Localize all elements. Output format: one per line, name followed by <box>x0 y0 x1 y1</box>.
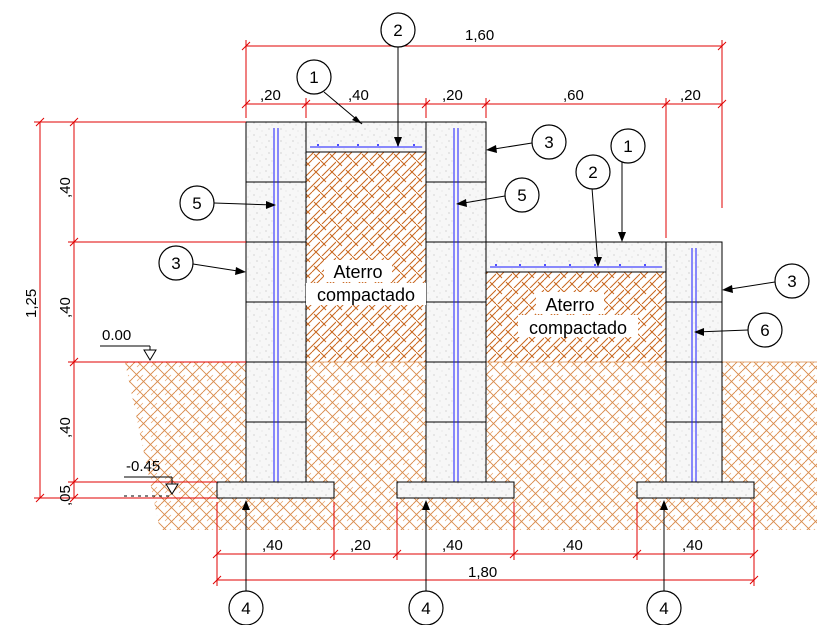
dim-top-5: ,20 <box>680 87 701 104</box>
callout-5-left: 5 <box>179 185 276 221</box>
callout-1-right: 1 <box>610 128 646 242</box>
callout-2-right-label: 2 <box>588 163 597 182</box>
dim-bottom-5: ,40 <box>682 537 703 554</box>
level-ground-label: 0.00 <box>102 327 131 344</box>
left-dimensions: 1,25 ,40 ,40 ,40 ,05 <box>23 117 246 506</box>
dim-left-2: ,40 <box>57 297 74 318</box>
callout-3-top-label: 3 <box>544 133 553 152</box>
dim-bottom-total: 1,80 <box>468 564 497 581</box>
callout-5-middle-label: 5 <box>517 186 526 205</box>
wall-middle <box>425 121 487 483</box>
wall-right <box>665 241 723 483</box>
callout-3-right: 3 <box>722 263 810 299</box>
dim-top-2: ,40 <box>348 87 369 104</box>
level-ground: 0.00 <box>100 327 157 361</box>
fill-right-line1: Aterro <box>545 295 594 315</box>
dim-left-1: ,40 <box>57 177 74 198</box>
dim-top-1: ,20 <box>260 87 281 104</box>
callout-6-label: 6 <box>760 321 769 340</box>
callout-4-left: 4 <box>228 500 264 625</box>
footings <box>216 481 755 499</box>
dim-top-total: 1,60 <box>465 27 494 44</box>
callout-6: 6 <box>694 312 783 348</box>
callout-4-middle: 4 <box>408 500 444 625</box>
callout-2-left: 2 <box>380 12 416 147</box>
callout-1-right-label: 1 <box>623 137 632 156</box>
callout-3-left: 3 <box>158 245 246 281</box>
callout-3-right-label: 3 <box>787 272 796 291</box>
dim-bottom-2: ,20 <box>350 537 371 554</box>
fill-label-left: Aterro compactado <box>306 260 426 305</box>
wall-left <box>245 121 307 483</box>
callout-1-left-label: 1 <box>309 68 318 87</box>
slab-right <box>485 241 667 273</box>
slab-left <box>305 121 427 153</box>
callout-4-left-label: 4 <box>241 599 250 618</box>
callout-3-left-label: 3 <box>171 254 180 273</box>
fill-label-right: Aterro compactado <box>518 292 638 338</box>
callout-5-left-label: 5 <box>192 194 201 213</box>
dim-top-4: ,60 <box>563 87 584 104</box>
callout-2-right: 2 <box>575 154 611 267</box>
fill-right-line2: compactado <box>529 318 627 338</box>
dim-left-4: ,05 <box>57 485 74 506</box>
top-dimensions: 1,60 ,20 ,40 ,20 ,60 ,20 <box>241 27 727 238</box>
fill-left-line2: compactado <box>317 285 415 305</box>
dim-top-3: ,20 <box>442 87 463 104</box>
callout-3-top: 3 <box>486 124 567 160</box>
callout-1-left: 1 <box>296 59 363 125</box>
dim-left-total: 1,25 <box>23 289 40 318</box>
level-footing-label: -0.45 <box>126 458 160 475</box>
callout-4-right-label: 4 <box>659 599 668 618</box>
fill-left-line1: Aterro <box>333 262 382 282</box>
callout-5-middle: 5 <box>456 177 540 213</box>
callout-4-middle-label: 4 <box>421 599 430 618</box>
dim-bottom-1: ,40 <box>262 537 283 554</box>
dim-bottom-4: ,40 <box>562 537 583 554</box>
callout-4-right: 4 <box>646 500 682 625</box>
callout-2-left-label: 2 <box>393 21 402 40</box>
dim-left-3: ,40 <box>57 417 74 438</box>
dim-bottom-3: ,40 <box>442 537 463 554</box>
level-footing: -0.45 <box>124 458 179 497</box>
